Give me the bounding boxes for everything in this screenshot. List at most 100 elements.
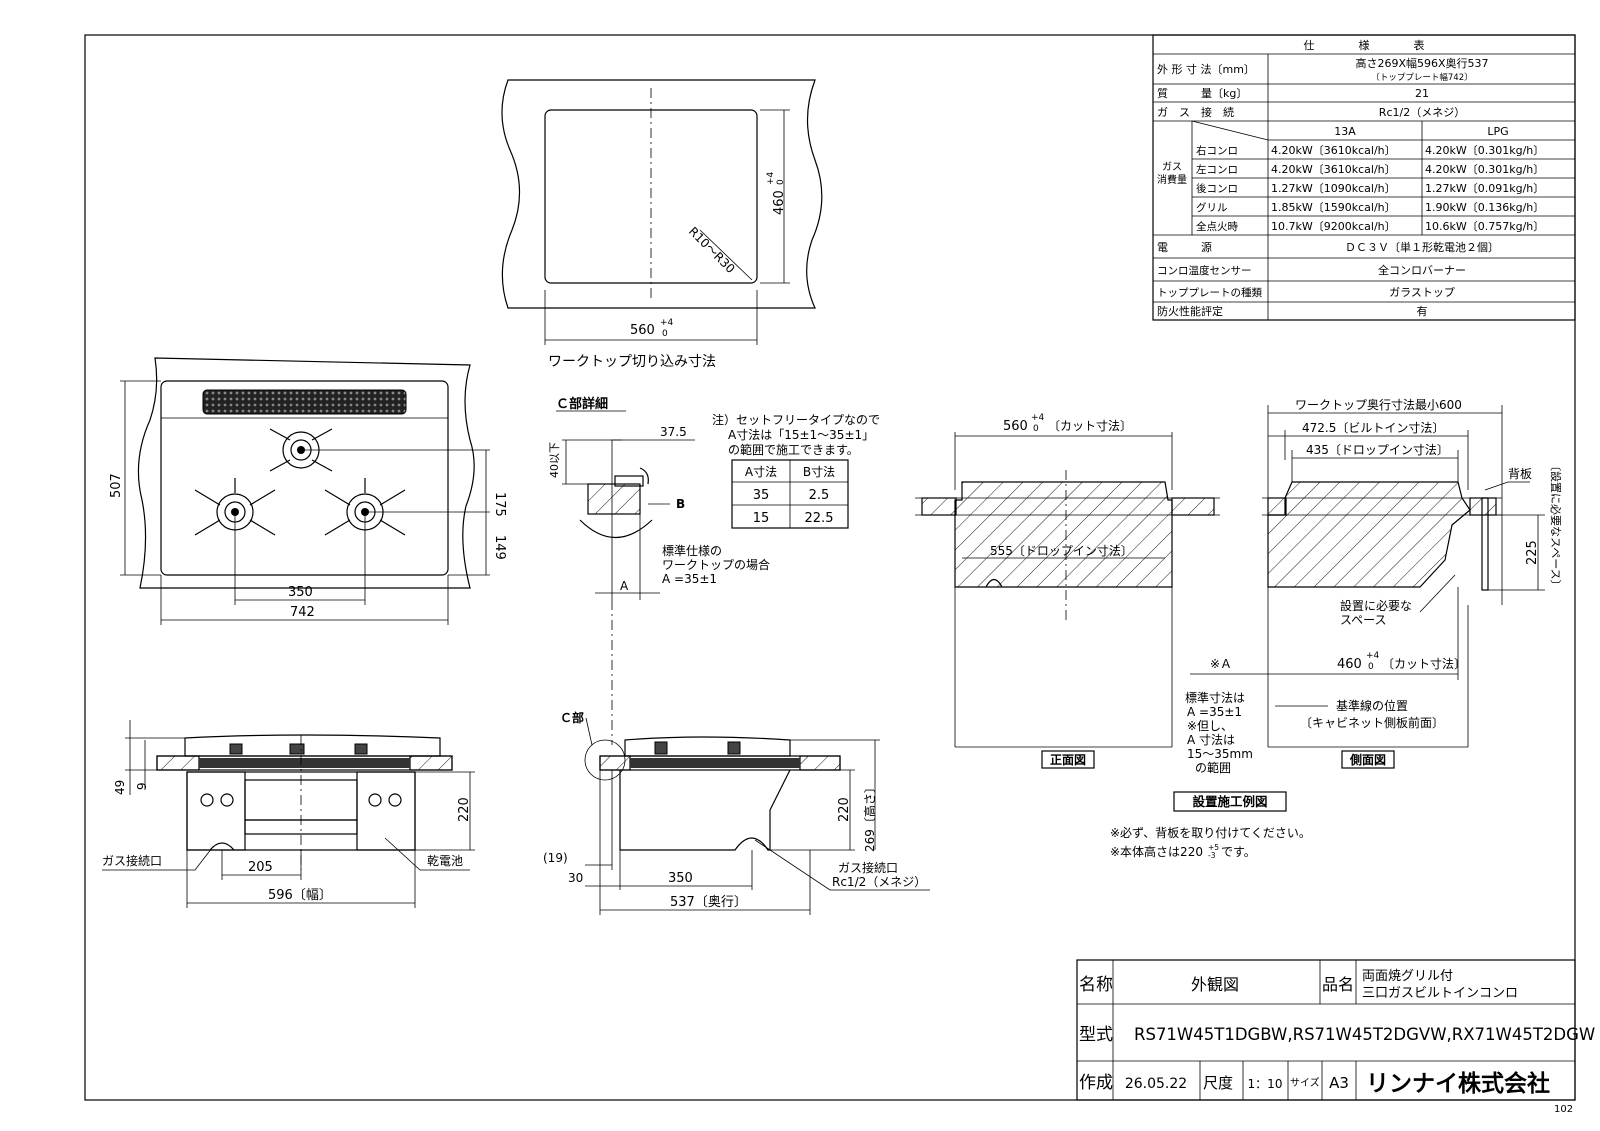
side-gas-1: ガス接続口 [838,860,898,875]
install-note-2-end: です。 [1221,845,1256,859]
spec-gas-consumption-1: ガス [1162,161,1182,173]
front-gas-inlet: ガス接続口 [102,853,162,868]
title-block: 名称 外観図 品名 両面焼グリル付 三口ガスビルトインコンロ 型式 RS71W4… [1076,959,1595,1101]
top-dim-350: 350 [288,585,313,600]
spec-row-grill-13a: 1.85kW〔1590kcal/h〕 [1271,201,1396,214]
side-c-label: Ｃ部 [560,710,584,725]
detail-c-title: Ｃ部詳細 [556,396,608,412]
install-note-2-tol0: -3 [1208,851,1216,860]
detail-c-40: 40以下 [548,442,561,478]
detail-c-table-r2-b: 22.5 [805,511,834,526]
top-dim-742: 742 [290,605,315,620]
spec-power-value: ＤＣ３Ｖ〔単１形乾電池２個〕 [1345,240,1499,254]
install-dim-460-note: 〔カット寸法〕 [1382,657,1466,671]
front-dim-205: 205 [248,860,273,875]
side-dim-269: 269〔高さ〕 [862,781,877,852]
side-dim-30: 30 [568,871,583,885]
install-note-2-tol: +5 [1208,843,1219,852]
detail-c-b: B [676,497,685,511]
tb-product-label: 品名 [1322,975,1354,994]
install-workdepth: ワークトップ奥行寸法最小600 [1295,398,1462,412]
install-space-1: 設置に必要な [1340,598,1412,613]
tb-product-2: 三口ガスビルトインコンロ [1362,986,1518,1001]
side-dim-537: 537〔奥行〕 [670,895,747,910]
side-dim-19: (19) [543,851,568,865]
tb-product-1: 両面焼グリル付 [1362,969,1453,984]
install-dim-460-tol0: 0 [1368,662,1374,672]
install-dim-225: 225 [1525,540,1540,565]
top-view: 175 149 507 350 742 [109,357,507,625]
front-dim-220: 220 [457,797,472,822]
install-dim-555: 555〔ドロップイン寸法〕 [990,544,1133,558]
install-dim-4725: 472.5〔ビルトイン寸法〕 [1302,421,1444,435]
detail-c-std-1: 標準仕様の [662,543,722,558]
install-dim-560-note: 〔カット寸法〕 [1048,419,1132,433]
detail-c-note-2: A寸法は「15±1～35±1」 [728,428,874,442]
front-battery: 乾電池 [427,854,463,868]
install-std-4: A 寸法は [1187,733,1235,747]
detail-c-table-r1-b: 2.5 [809,488,830,503]
tb-size-value: A3 [1329,1074,1349,1092]
install-dim-560-tol0: 0 [1033,424,1039,434]
spec-gas-consumption-2: 消費量 [1157,173,1187,186]
spec-weight-value: 21 [1415,87,1429,100]
spec-sensor-label: コンロ温度センサー [1157,264,1252,277]
detail-c: Ｃ部詳細 40以下 37.5 A B 注）セットフリータイプなので A寸法は「1… [548,396,880,745]
tb-scale-value: 1：10 [1248,1077,1283,1091]
install-dim-560: 560 [1003,419,1028,434]
install-front-label: 正面図 [1050,753,1086,767]
spec-title: 仕 様 表 [1304,38,1425,52]
spec-row-all-name: 全点火時 [1196,220,1238,233]
spec-gas-value: Rc1/2（メネジ） [1379,106,1465,119]
spec-row-right-lpg: 4.20kW〔0.301kg/h〕 [1425,144,1544,157]
spec-power-label: 電 源 [1157,240,1212,254]
spec-plate-label: トッププレートの種類 [1157,286,1262,299]
detail-c-table-r2-a: 15 [753,511,770,526]
side-dim-220: 220 [837,797,852,822]
spec-dim-value: 高さ269X幅596X奥行537 [1355,56,1488,70]
spec-dim-sub: 〔トッププレート幅742〕 [1371,72,1472,83]
grill-vent [202,389,407,415]
detail-c-note-1: 注）セットフリータイプなので [712,412,880,427]
side-gas-2: Rc1/2（メネジ） [832,875,926,889]
cutout-width-tol0: 0 [662,329,668,339]
spec-row-rear-name: 後コンロ [1196,182,1238,195]
spec-row-right-name: 右コンロ [1196,144,1238,157]
spec-fire-label: 防火性能評定 [1157,304,1223,318]
install-mark-a: ※Ａ [1210,657,1232,671]
spec-col-13a: 13A [1334,125,1356,138]
detail-c-std-2: ワークトップの場合 [662,557,770,572]
cutout-depth-tol: +4 [766,171,776,185]
install-note-2: ※本体高さは220 [1110,844,1203,859]
spec-row-left-name: 左コンロ [1196,163,1238,176]
side-view: Ｃ部 220 269〔高さ〕 (19) 30 350 537〔奥行〕 ガス接続口… [543,710,930,915]
install-side-label: 側面図 [1349,752,1386,767]
spec-row-left-lpg: 4.20kW〔0.301kg/h〕 [1425,163,1544,176]
tb-model-value: RS71W45T1DGBW,RS71W45T2DGVW,RX71W45T2DGW [1134,1025,1595,1044]
install-dim-560-tol: +4 [1031,413,1045,423]
cutout-width-tol: +4 [660,318,674,328]
install-diagram: 560 +4 0 〔カット寸法〕 555〔ドロップイン寸法〕 正面図 ワークトッ… [915,398,1563,860]
install-dim-460: 460 [1337,657,1362,672]
cutout-diagram: R10～R30 460 +4 0 560 +4 0 ワークトップ切り込み寸法 [501,79,823,370]
cutout-radius: R10～R30 [686,224,738,276]
front-dim-49: 49 [113,780,127,795]
tb-name-label: 名称 [1079,975,1113,995]
spec-row-rear-lpg: 1.27kW〔0.091kg/h〕 [1425,182,1544,195]
install-std-2: A =35±1 [1187,705,1242,719]
tb-model-label: 型式 [1079,1025,1113,1045]
install-dim-435: 435〔ドロップイン寸法〕 [1306,443,1449,457]
detail-c-table-head-b: B寸法 [803,465,835,479]
detail-c-std-3: A =35±1 [662,572,717,586]
install-std-5: 15～35mm [1187,747,1253,761]
install-dim-460-tol: +4 [1366,651,1380,661]
tb-company: リンナイ株式会社 [1366,1070,1550,1097]
cutout-title: ワークトップ切り込み寸法 [548,354,716,370]
detail-c-note-3: の範囲で施工できます。 [728,442,859,457]
spec-row-all-lpg: 10.6kW〔0.757kg/h〕 [1425,220,1544,233]
spec-row-left-13a: 4.20kW〔3610kcal/h〕 [1271,163,1396,176]
front-dim-596: 596〔幅〕 [268,888,332,903]
spec-row-right-13a: 4.20kW〔3610kcal/h〕 [1271,144,1396,157]
tb-size-label: サイズ [1290,1076,1320,1089]
install-std-6: の範囲 [1195,760,1231,775]
